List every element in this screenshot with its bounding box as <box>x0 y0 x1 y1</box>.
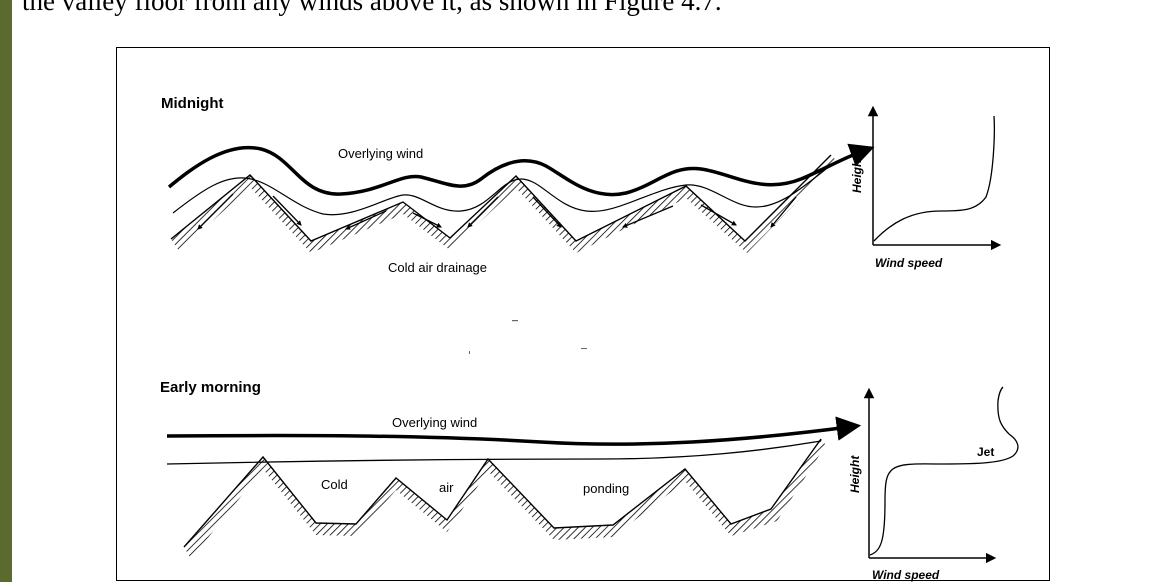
accent-bar <box>0 0 12 582</box>
early-morning-title: Early morning <box>160 379 261 396</box>
figure-4-7: Midnight Overlying wind Cold air <box>116 47 1050 582</box>
midnight-wind-speed-label: Wind speed <box>875 256 943 270</box>
intro-paragraph: the valley floor from any winds above it… <box>22 0 722 16</box>
early-morning-overlying-wind <box>166 416 862 446</box>
early-morning-lower-wind <box>166 440 822 465</box>
midnight-title: Midnight <box>161 95 223 112</box>
scan-specks <box>469 320 587 354</box>
ponding-word-ponding: ponding <box>583 481 629 496</box>
midnight-wind-profile <box>873 115 995 242</box>
early-morning-wind-speed-label: Wind speed <box>872 568 940 582</box>
cold-air-drainage-label: Cold air drainage <box>388 260 487 275</box>
midnight-air-boundary <box>172 168 827 216</box>
early-morning-wind-label: Overlying wind <box>392 415 477 430</box>
midnight-wind-label: Overlying wind <box>338 146 423 161</box>
midnight-height-label: Height <box>850 155 864 193</box>
jet-label: Jet <box>977 445 994 459</box>
ponding-word-air: air <box>439 480 454 495</box>
ponding-word-cold: Cold <box>321 477 348 492</box>
midnight-overlying-wind <box>167 143 875 197</box>
early-morning-height-label: Height <box>848 455 862 493</box>
cold-air-drainage-arrows <box>197 193 797 230</box>
midnight-profile-graph: Height Wind speed <box>850 105 1002 270</box>
midnight-panel: Midnight Overlying wind Cold air <box>161 95 1002 275</box>
early-morning-wind-profile <box>869 386 1019 556</box>
midnight-terrain <box>171 155 837 253</box>
figure-illustration: Midnight Overlying wind Cold air <box>160 95 1019 582</box>
early-morning-terrain <box>184 439 826 559</box>
early-morning-profile-graph: Jet Height Wind speed <box>848 386 1019 582</box>
early-morning-panel: Early morning Overlying wind Cold air po… <box>160 379 1019 582</box>
